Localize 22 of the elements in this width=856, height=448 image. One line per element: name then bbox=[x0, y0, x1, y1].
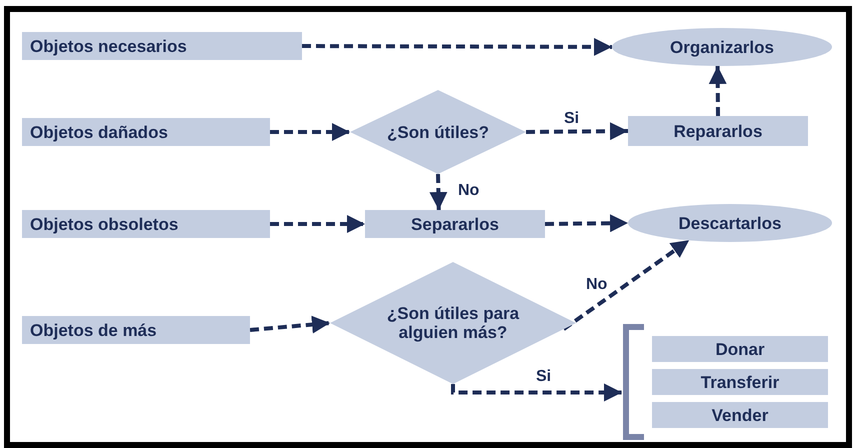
terminal-ellipse: Organizarlos bbox=[612, 28, 832, 66]
process-box: Donar bbox=[652, 336, 828, 362]
decision-diamond: ¿Son útiles? bbox=[350, 90, 526, 174]
arrow bbox=[270, 123, 350, 141]
arrow bbox=[270, 215, 365, 233]
arrow bbox=[544, 214, 628, 232]
arrow bbox=[429, 174, 448, 210]
arrow bbox=[562, 238, 690, 331]
process-box: Objetos necesarios bbox=[22, 32, 302, 60]
arrow bbox=[250, 316, 330, 334]
process-box: Separarlos bbox=[365, 210, 545, 238]
process-box: Objetos dañados bbox=[22, 118, 270, 146]
process-box: Vender bbox=[652, 402, 828, 428]
arrow bbox=[526, 122, 628, 140]
terminal-ellipse: Descartarlos bbox=[628, 204, 832, 242]
process-box: Transferir bbox=[652, 369, 828, 395]
arrow bbox=[302, 38, 612, 56]
arrow bbox=[708, 66, 727, 116]
process-box: Repararlos bbox=[628, 116, 808, 146]
process-box: Objetos obsoletos bbox=[22, 210, 270, 238]
process-box: Objetos de más bbox=[22, 316, 250, 344]
arrow bbox=[451, 383, 622, 402]
